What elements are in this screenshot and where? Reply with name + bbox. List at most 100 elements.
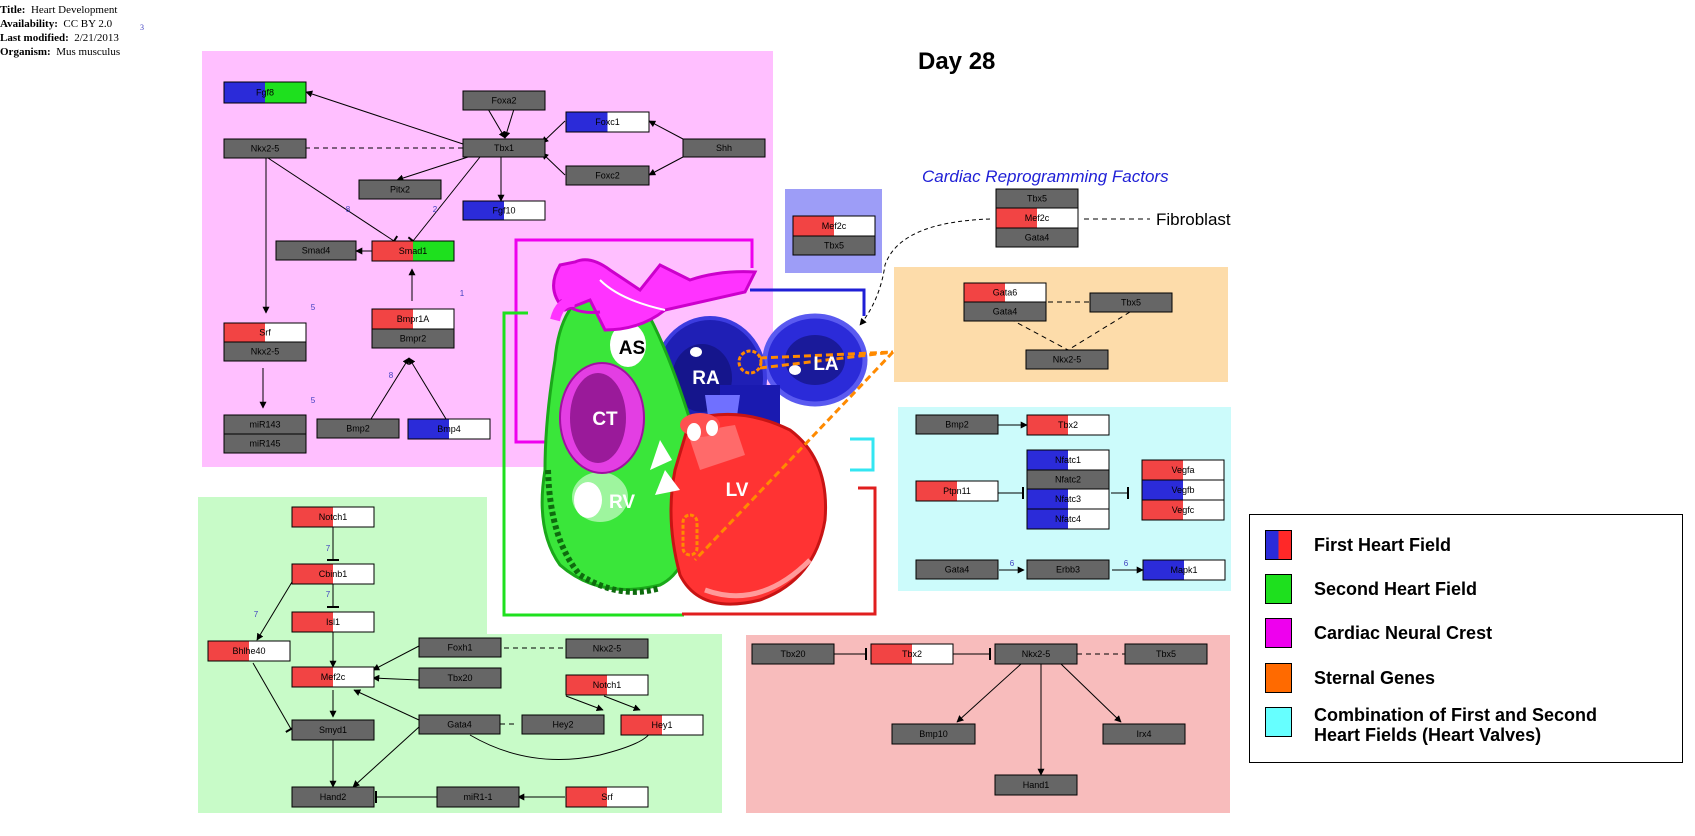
gene-node-nfatc2[interactable]: Nfatc2 [1026,469,1110,490]
gene-label: Tbx5 [1121,298,1141,308]
gene-node-bmpr2[interactable]: Bmpr2 [371,328,455,349]
gene-node-mir143[interactable]: miR143 [223,414,307,435]
gene-node-nkx25-b[interactable]: Nkx2-5 [223,341,307,362]
gene-node-nfatc1[interactable]: Nfatc1 [1026,449,1110,471]
edge-label: 8 [389,371,394,380]
gene-node-tbx2-a[interactable]: Tbx2 [1026,414,1110,436]
gene-node-bmp10[interactable]: Bmp10 [891,723,976,745]
gene-node-nfatc3[interactable]: Nfatc3 [1026,488,1110,510]
gene-node-srf-a[interactable]: Srf [223,322,307,343]
gene-node-foxc1[interactable]: Foxc1 [565,111,650,133]
gene-node-tbx1[interactable]: Tbx1 [462,138,546,158]
gene-label: Mef2c [1025,213,1050,223]
gene-label: Foxc2 [595,171,620,181]
gene-node-shh[interactable]: Shh [682,138,766,158]
gene-label: Foxh1 [447,643,472,653]
legend-item-sternal-genes: Sternal Genes [1250,663,1680,693]
gene-node-tbx5-d[interactable]: Tbx5 [1124,643,1208,665]
gene-node-foxa2[interactable]: Foxa2 [462,90,546,111]
gene-node-smyd1[interactable]: Smyd1 [291,719,375,741]
gene-node-bmp4[interactable]: Bmp4 [407,418,491,440]
gene-node-mapk1[interactable]: Mapk1 [1142,559,1226,581]
gene-node-nkx25-a[interactable]: Nkx2-5 [223,138,307,159]
gene-node-hey1[interactable]: Hey1 [620,714,704,736]
gene-label: Notch1 [593,680,622,690]
gene-node-vegfa[interactable]: Vegfa [1141,459,1225,481]
gene-node-bmp2-a[interactable]: Bmp2 [316,418,400,439]
gene-node-pitx2[interactable]: Pitx2 [358,179,442,200]
gene-node-irx4[interactable]: Irx4 [1102,723,1186,745]
label-as: AS [619,338,645,359]
gene-label: Ptpn11 [943,486,971,496]
gene-node-bhlhe40[interactable]: Bhlhe40 [207,640,291,662]
edge-label: 8 [346,205,351,214]
gene-node-nkx25-e[interactable]: Nkx2-5 [994,643,1078,665]
gene-node-tbx2-b[interactable]: Tbx2 [870,643,954,665]
gene-node-vegfc[interactable]: Vegfc [1141,499,1225,521]
gene-node-foxc2[interactable]: Foxc2 [565,165,650,186]
gene-node-mef2c-c[interactable]: Mef2c [291,666,375,688]
gene-node-nkx25-c[interactable]: Nkx2-5 [1025,349,1109,370]
gene-node-hand2[interactable]: Hand2 [291,786,375,808]
gene-node-vegfb[interactable]: Vegfb [1141,479,1225,501]
gene-node-tbx20-a[interactable]: Tbx20 [418,667,502,689]
gene-label: Fgf8 [256,88,274,98]
gene-node-srf-b[interactable]: Srf [565,786,649,808]
availability-ref[interactable]: 3 [140,23,144,32]
legend-item-first-heart-field: First Heart Field [1250,530,1680,560]
gene-node-mef2c-a[interactable]: Mef2c [792,215,876,237]
gene-node-notch1-b[interactable]: Notch1 [565,674,649,696]
gene-node-smad4[interactable]: Smad4 [275,240,357,261]
gene-node-mef2c-b[interactable]: Mef2c [995,207,1079,229]
gene-node-fgf10[interactable]: Fgf10 [462,200,546,221]
gene-node-bmp2-b[interactable]: Bmp2 [915,414,999,435]
gene-node-tbx5-a[interactable]: Tbx5 [792,235,876,256]
gene-label: Foxa2 [491,96,516,106]
cardiac-reprogramming-title: Cardiac Reprogramming Factors [922,167,1169,186]
gene-node-cbinb1[interactable]: Cbinb1 [291,563,375,585]
gene-node-nfatc4[interactable]: Nfatc4 [1026,508,1110,530]
gene-label: Erbb3 [1056,565,1080,575]
gene-node-gata4-a[interactable]: Gata4 [995,227,1079,248]
gene-label: Tbx5 [1156,649,1176,659]
swatch-second-heart-field [1265,574,1292,604]
gene-label: Tbx20 [780,649,805,659]
gene-node-bmpr1a[interactable]: Bmpr1A [371,308,455,330]
gene-label: Gata4 [945,565,970,575]
gene-label: Nfatc4 [1055,514,1081,524]
meta-last-modified: Last modified: 2/21/2013 [0,32,119,44]
gene-label: Pitx2 [390,185,410,195]
bracket-red [682,486,877,616]
bracket-blue [750,288,866,316]
gene-label: Bhlhe40 [232,646,265,656]
gene-node-nkx25-d[interactable]: Nkx2-5 [565,638,649,659]
gene-label: Bmpr1A [397,314,430,324]
gene-node-ptpn11[interactable]: Ptpn11 [915,480,999,502]
gene-node-mir145[interactable]: miR145 [223,433,307,454]
gene-node-erbb3[interactable]: Erbb3 [1026,559,1110,580]
gene-node-tbx5-b[interactable]: Tbx5 [995,188,1079,209]
gene-node-isl1[interactable]: Isl1 [291,611,375,633]
gene-node-fgf8[interactable]: Fgf8 [223,81,307,104]
gene-node-tbx5-c[interactable]: Tbx5 [1089,292,1173,313]
gene-node-foxh1[interactable]: Foxh1 [418,637,502,658]
gene-node-gata4-d[interactable]: Gata4 [418,714,501,735]
gene-label: Isl1 [326,617,340,627]
gene-node-gata4-b[interactable]: Gata4 [963,301,1047,322]
gene-node-mir11[interactable]: miR1-1 [436,786,520,808]
gene-label: Nfatc2 [1055,475,1081,485]
gene-node-tbx20-b[interactable]: Tbx20 [751,643,835,665]
gene-node-gata6[interactable]: Gata6 [963,282,1047,303]
gene-node-gata4-c[interactable]: Gata4 [915,559,999,580]
gene-label: Gata6 [993,288,1018,298]
legend-item-second-heart-field: Second Heart Field [1250,574,1680,604]
gene-node-notch1-a[interactable]: Notch1 [291,506,375,528]
gene-node-smad1[interactable]: Smad1 [371,240,455,262]
gene-node-hand1[interactable]: Hand1 [994,774,1078,796]
gene-node-hey2[interactable]: Hey2 [521,714,605,735]
gene-label: Foxc1 [595,117,620,127]
label-lv: LV [726,480,749,501]
gene-label: Smyd1 [319,725,347,735]
meta-organism: Organism: Mus musculus [0,46,121,58]
